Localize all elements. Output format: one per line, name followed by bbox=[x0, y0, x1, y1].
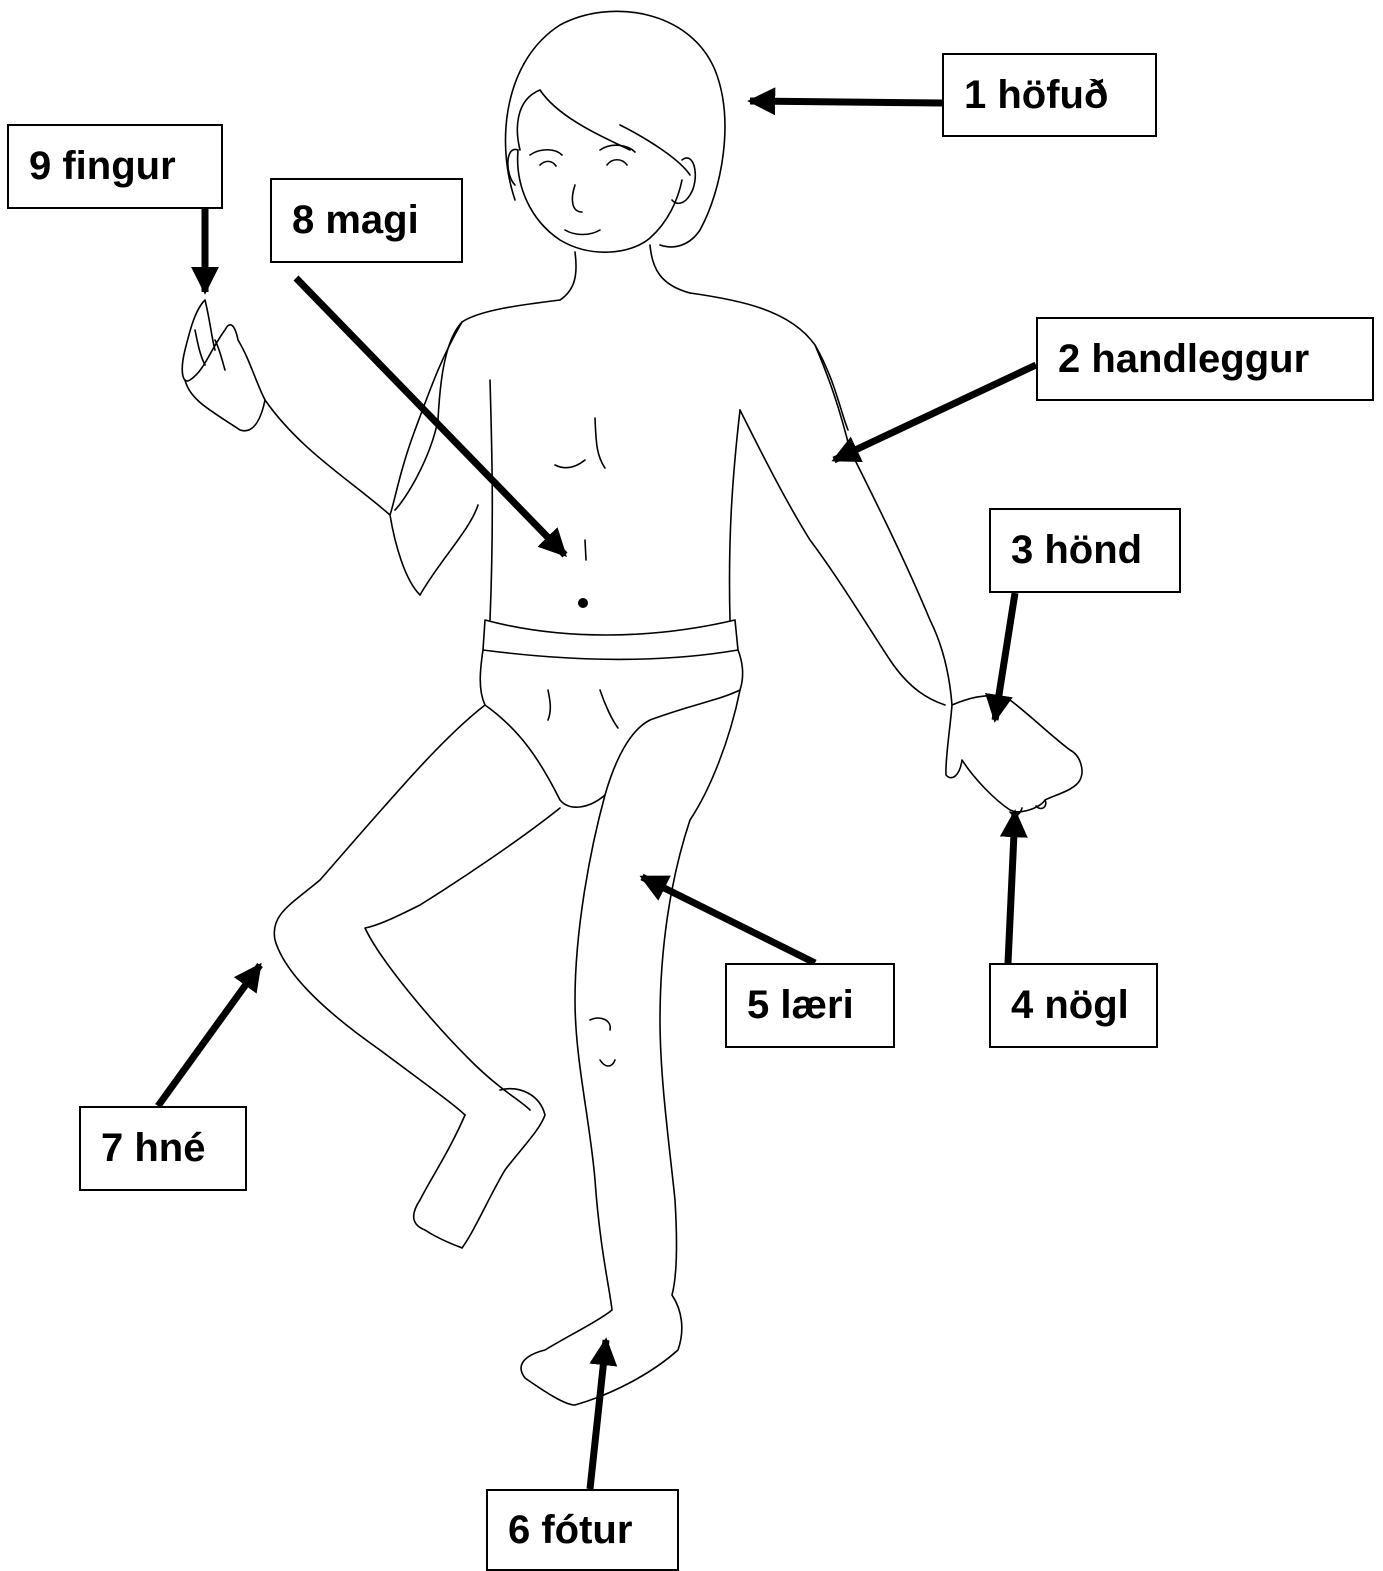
label-text-fotur: 6 fótur bbox=[508, 1508, 632, 1553]
label-hond: 3 hönd bbox=[989, 508, 1181, 593]
left-thigh bbox=[274, 705, 560, 1115]
knee-details bbox=[590, 1018, 615, 1066]
arrow-4 bbox=[1008, 812, 1015, 963]
label-text-laeri: 5 læri bbox=[747, 983, 854, 1028]
torso-outline bbox=[395, 293, 848, 620]
label-fingur: 9 fingur bbox=[7, 124, 223, 209]
arrow-2 bbox=[834, 365, 1036, 460]
label-text-fingur: 9 fingur bbox=[29, 144, 176, 189]
chest-details bbox=[555, 418, 605, 560]
label-handleggur: 2 handleggur bbox=[1036, 317, 1374, 401]
arrow-5 bbox=[642, 877, 815, 963]
nose-mouth bbox=[565, 185, 600, 235]
label-laeri: 5 læri bbox=[725, 963, 895, 1048]
left-hand bbox=[185, 330, 265, 431]
label-text-hofud: 1 höfuð bbox=[964, 73, 1108, 118]
arrow-8 bbox=[296, 278, 565, 555]
arrow-6 bbox=[590, 1340, 606, 1489]
label-hofud: 1 höfuð bbox=[942, 53, 1157, 137]
neck bbox=[560, 245, 690, 300]
label-text-hne: 7 hné bbox=[101, 1126, 205, 1171]
label-text-nogl: 4 nögl bbox=[1011, 983, 1129, 1028]
right-leg bbox=[521, 690, 740, 1405]
eyes bbox=[530, 145, 635, 166]
label-magi: 8 magi bbox=[270, 178, 463, 263]
briefs bbox=[480, 620, 742, 807]
left-arm bbox=[182, 300, 478, 595]
left-lower-leg bbox=[414, 1089, 545, 1248]
label-text-hond: 3 hönd bbox=[1011, 528, 1142, 573]
right-arm bbox=[740, 345, 952, 705]
label-hne: 7 hné bbox=[79, 1106, 247, 1191]
arrow-7 bbox=[158, 965, 260, 1106]
label-nogl: 4 nögl bbox=[989, 963, 1158, 1048]
navel bbox=[578, 598, 588, 608]
face-outline bbox=[508, 149, 695, 252]
label-fotur: 6 fótur bbox=[486, 1489, 679, 1571]
arrows bbox=[158, 101, 1036, 1489]
right-hand bbox=[946, 696, 1082, 815]
label-text-handleggur: 2 handleggur bbox=[1058, 337, 1309, 382]
label-text-magi: 8 magi bbox=[292, 198, 419, 243]
arrow-1 bbox=[750, 101, 942, 103]
head-outline bbox=[505, 11, 724, 247]
